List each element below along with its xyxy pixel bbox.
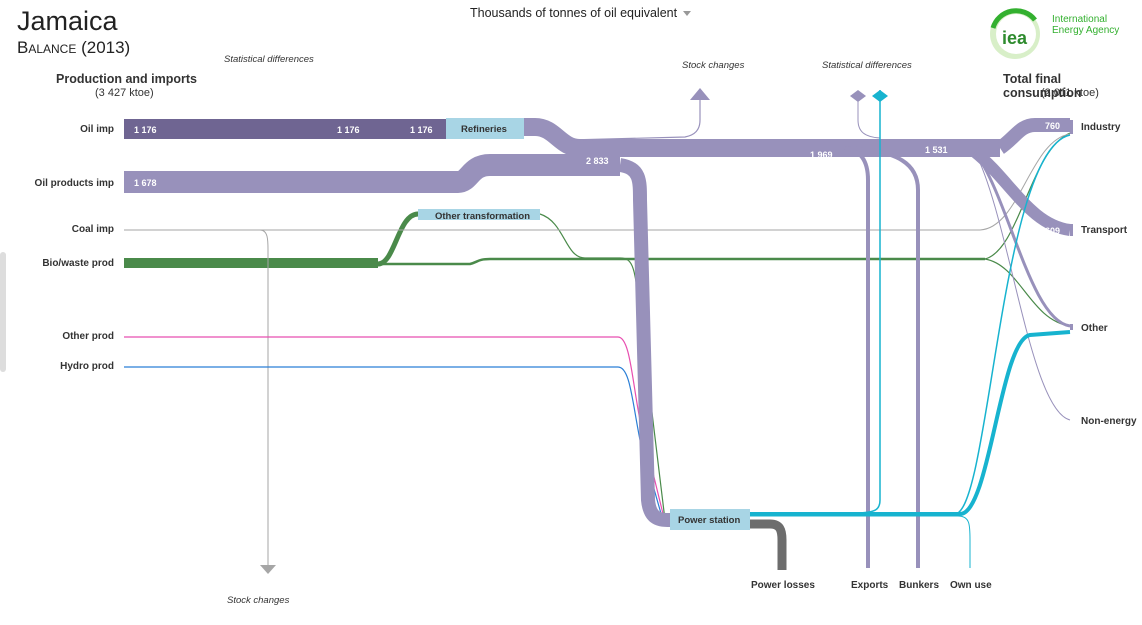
flow-bunkers[interactable]	[844, 146, 920, 568]
node-other-transformation[interactable]	[418, 209, 540, 220]
flow-stat-diff-oil[interactable]	[857, 100, 881, 139]
value-industry: 760	[1045, 121, 1060, 131]
sink-power-losses[interactable]: Power losses	[751, 580, 815, 591]
node-power-station[interactable]	[670, 509, 750, 530]
unit-dropdown-label: Thousands of tonnes of oil equivalent	[470, 6, 678, 20]
flow-coal-stock-changes[interactable]	[259, 229, 269, 565]
source-coal-imp[interactable]: Coal imp	[71, 224, 114, 235]
source-oil-imp[interactable]: Oil imp	[80, 124, 114, 135]
stat-diff-elec-icon	[872, 90, 888, 102]
page-title: Jamaica	[17, 6, 118, 36]
sink-non-energy[interactable]: Non-energy	[1081, 416, 1137, 427]
node-transport	[1070, 224, 1073, 236]
value-oil-merged: 2 833	[586, 156, 609, 166]
left-heading: Production and imports	[56, 72, 197, 86]
sink-own-use[interactable]: Own use	[950, 580, 992, 591]
flow-power-losses[interactable]	[750, 519, 787, 570]
value-oil-after-power: 1 969	[810, 150, 833, 160]
label-power-station: Power station	[678, 515, 740, 526]
value-oil-imp-2: 1 176	[337, 125, 360, 135]
source-bio-waste-prod[interactable]: Bio/waste prod	[42, 258, 114, 269]
label-other-transformation: Other transformation	[435, 211, 530, 222]
bar-oil-products-imp[interactable]	[124, 171, 446, 193]
node-industry	[1070, 120, 1073, 134]
value-oil-imp-3: 1 176	[410, 125, 433, 135]
flow-other-prod[interactable]	[124, 336, 666, 523]
node-other	[1070, 324, 1073, 330]
top-stock-changes-arrow-icon	[690, 88, 710, 100]
flow-bio-through[interactable]	[124, 257, 985, 266]
flow-elec-to-industry[interactable]	[750, 134, 1071, 515]
flow-oil-to-industry[interactable]	[995, 118, 1070, 154]
flow-hydro[interactable]	[124, 366, 665, 525]
right-heading: Total final consumption	[1003, 72, 1082, 100]
page-subtitle: Balance (2013)	[17, 38, 131, 57]
source-hydro-prod[interactable]: Hydro prod	[60, 361, 114, 372]
sink-other[interactable]: Other	[1081, 323, 1108, 334]
sink-industry[interactable]: Industry	[1081, 122, 1121, 133]
bar-bio-waste[interactable]	[124, 258, 378, 268]
flow-bio-to-other-transformation[interactable]	[124, 211, 419, 267]
node-refineries[interactable]	[446, 118, 524, 139]
source-other-prod[interactable]: Other prod	[62, 331, 114, 342]
flow-oil-to-power[interactable]	[618, 158, 671, 527]
label-refineries: Refineries	[461, 124, 507, 135]
left-total: (3 427 ktoe)	[95, 87, 154, 99]
logo-mark-text: iea	[1002, 28, 1028, 48]
value-oil-imp-1: 1 176	[134, 125, 157, 135]
flow-refineries-output[interactable]	[524, 118, 1000, 157]
flow-elec-to-other[interactable]	[750, 330, 1071, 516]
stock-changes-arrow-icon	[260, 565, 276, 574]
flow-oil-to-other[interactable]	[973, 151, 1071, 328]
top-stat-diff-label: Statistical differences	[822, 60, 912, 71]
value-transport: 609	[1045, 226, 1060, 236]
flow-oil-products[interactable]	[446, 154, 620, 193]
flow-oil-to-transport[interactable]	[971, 147, 1072, 236]
unit-dropdown[interactable]: Thousands of tonnes of oil equivalent	[470, 6, 692, 20]
iea-logo-name: International Energy Agency	[1052, 14, 1120, 36]
flow-oil-to-non-energy[interactable]	[974, 151, 1071, 421]
flow-oil-stock-top[interactable]	[569, 90, 701, 141]
value-oil-final: 1 531	[925, 145, 948, 155]
right-total: (2 011 ktoe)	[1041, 87, 1099, 99]
bar-oil-imp[interactable]	[124, 119, 446, 139]
top-stock-changes-label: Stock changes	[682, 60, 745, 71]
source-oil-products-imp[interactable]: Oil products imp	[34, 178, 114, 189]
scrollbar[interactable]	[0, 252, 6, 372]
chevron-down-icon	[683, 11, 692, 17]
value-oil-products-imp: 1 678	[134, 178, 157, 188]
bottom-stock-changes-label: Stock changes	[227, 595, 290, 606]
sink-transport[interactable]: Transport	[1081, 225, 1128, 236]
iea-logo: iea	[985, 8, 1045, 60]
iea-logo-mark-icon: iea	[990, 8, 1040, 59]
stat-diff-oil-icon	[850, 90, 866, 102]
flow-coal[interactable]	[124, 133, 1071, 231]
flow-own-use[interactable]	[750, 515, 971, 568]
left-stat-diff-label: Statistical differences	[224, 54, 314, 65]
flow-exports[interactable]	[844, 146, 870, 568]
sink-bunkers[interactable]: Bunkers	[899, 580, 940, 591]
sink-exports[interactable]: Exports	[851, 580, 889, 591]
